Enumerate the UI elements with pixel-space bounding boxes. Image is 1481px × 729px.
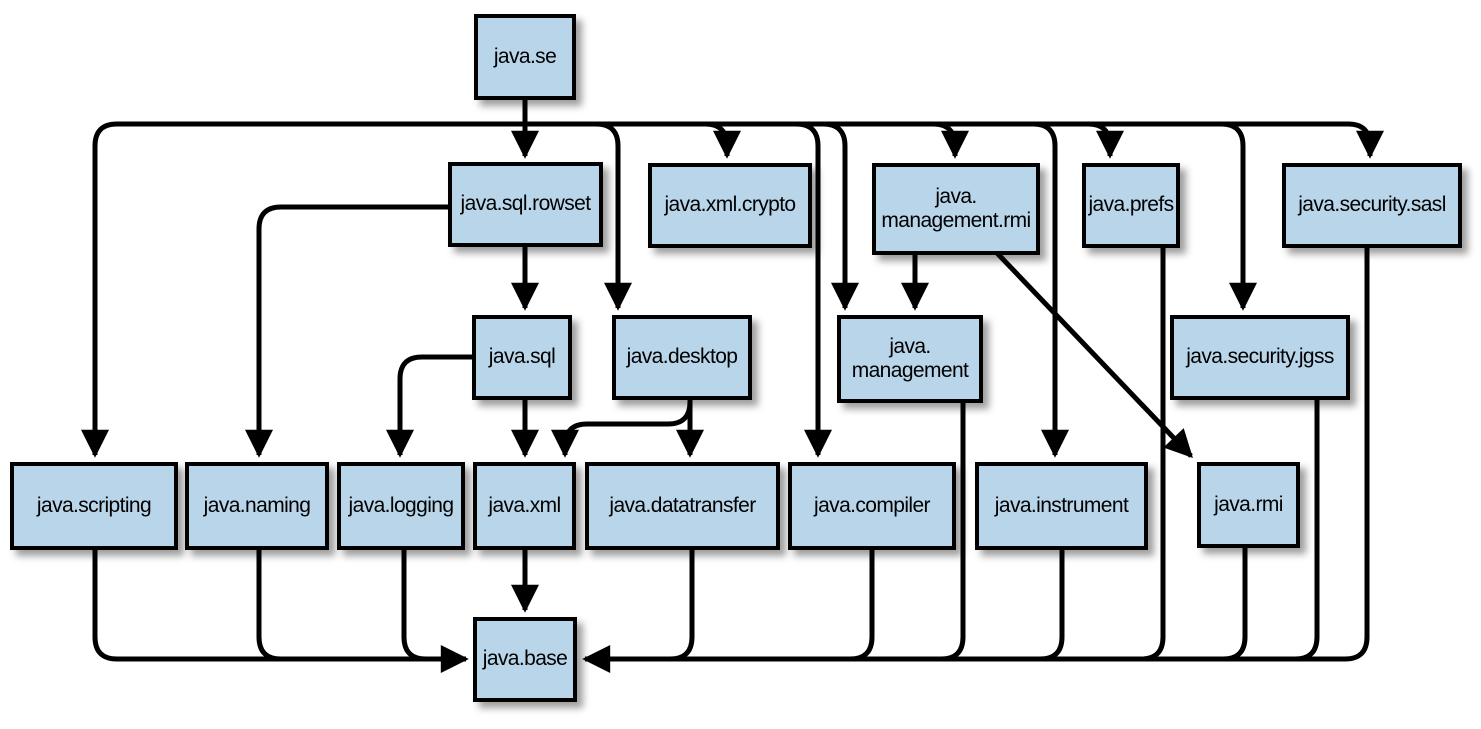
node-java-sql-rowset: java.sql.rowset [448,162,603,247]
node-java-logging: java.logging [337,462,465,550]
edge-java-sql-rowset-to-java-naming [245,204,450,458]
node-label: java.security.jgss [1186,345,1334,369]
node-java-prefs: java.prefs [1082,163,1180,248]
edge-java-instrument-to-java-base [1000,548,1065,662]
node-label: java.sql [488,345,556,369]
edge-java-sql-to-java-logging [386,354,474,458]
node-java-management-rmi: java. management.rmi [872,163,1040,255]
node-java-instrument: java.instrument [975,462,1148,550]
node-java-rmi: java.rmi [1197,462,1300,548]
node-label: java.security.sasl [1298,193,1446,217]
node-label: java.naming [203,493,311,517]
node-java-sql: java.sql [472,315,572,400]
edge-java-security-sasl-to-java-base [582,246,1370,673]
node-label-line2: management [851,359,969,382]
node-label: java.datatransfer [609,493,756,517]
node-label-line2: management.rmi [881,209,1031,232]
node-label: java.prefs [1088,193,1174,217]
edge-java-datatransfer-to-java-base [640,548,695,662]
edge-java-se-to-java-instrument [1032,121,1069,458]
edge-java-security-jgss-to-java-base [1258,398,1320,662]
node-java-base: java.base [473,617,577,702]
node-label: java.scripting [36,493,152,517]
node-java-datatransfer: java.datatransfer [585,462,780,550]
node-label: java.xml [488,493,561,517]
node-label-line1: java. [935,184,977,208]
node-java-naming: java.naming [185,462,329,550]
edge-java-se-to-java-security-jgss [1220,121,1257,311]
node-label-line1: java. [889,334,931,358]
node-label: java.base [482,647,568,671]
edge-java-logging-to-java-base [401,548,452,662]
edge-java-se-to-java-management-rmi [932,121,969,159]
node-java-compiler: java.compiler [788,462,956,550]
edge-bus-top [92,121,1373,150]
node-label: java.se [493,44,557,68]
node-java-management: java. management [837,315,983,403]
edge-java-desktop-to-java-xml [551,401,693,458]
edge-java-management-rmi-to-java-rmi [995,251,1193,459]
node-label: java.instrument [994,493,1129,517]
edge-java-se-to-java-xml-crypto [704,121,741,159]
edge-java-management-to-java-base [900,401,966,662]
edge-java-se-to-java-compiler [795,121,832,458]
edge-java-compiler-to-java-base [800,548,875,662]
node-label: java.rmi [1214,492,1283,516]
node-java-xml-crypto: java.xml.crypto [648,163,812,248]
node-label: java.xml.crypto [664,193,796,217]
edge-java-scripting-to-java-base [92,548,469,673]
node-java-security-sasl: java.security.sasl [1282,163,1462,248]
node-label: java.logging [348,493,454,517]
edge-java-se-to-java-prefs [1087,121,1124,159]
edge-java-se-to-java-management [822,121,859,311]
node-label: java.desktop [626,345,738,369]
node-java-desktop: java.desktop [612,315,752,400]
edge-java-rmi-to-java-base [1190,546,1248,662]
node-java-xml: java.xml [473,462,576,550]
edge-java-prefs-to-java-base [1100,246,1166,662]
edge-java-se-to-java-desktop [595,121,632,311]
node-java-se: java.se [474,14,576,100]
edge-java-naming-to-java-base [256,548,330,662]
node-java-security-jgss: java.security.jgss [1170,315,1350,400]
node-java-scripting: java.scripting [10,462,178,550]
node-label: java.compiler [814,493,931,517]
node-label: java.sql.rowset [460,192,591,216]
